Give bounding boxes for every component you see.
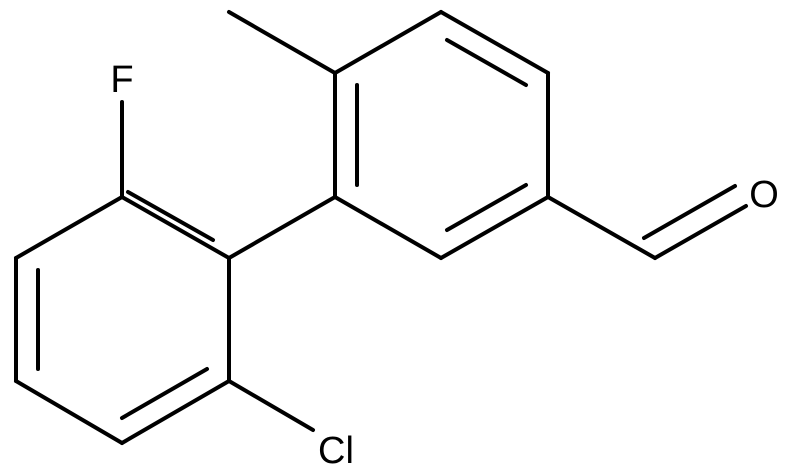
ring-a-bond-1: [333, 10, 443, 75]
oxygen-label: O: [749, 174, 779, 216]
ring-a-bond-4: [439, 195, 550, 260]
ring-b-bond-2: [14, 195, 124, 260]
ring-b-bond-4: [14, 379, 124, 445]
aldehyde-co-bond-inner: [642, 184, 737, 240]
ring-b-bond-1-inner: [126, 190, 215, 242]
ring-a-bond-2-inner: [445, 38, 528, 87]
chlorine-label: Cl: [318, 430, 354, 472]
fluorine-label: F: [110, 59, 133, 101]
ring-b-bond-5-inner: [120, 367, 209, 420]
biaryl-bond: [227, 195, 337, 260]
aldehyde-co-bond: [653, 204, 748, 260]
ring-b-bond-5: [120, 379, 231, 445]
methyl-bond: [227, 10, 337, 75]
ring-b-bond-1: [120, 195, 231, 260]
ring-a-bond-4-inner: [445, 183, 528, 232]
aldehyde-cc-bond: [546, 195, 657, 260]
ring-a-bond-2: [439, 10, 550, 75]
ring-a-bond-5: [333, 195, 443, 260]
chlorine-bond: [227, 379, 315, 432]
